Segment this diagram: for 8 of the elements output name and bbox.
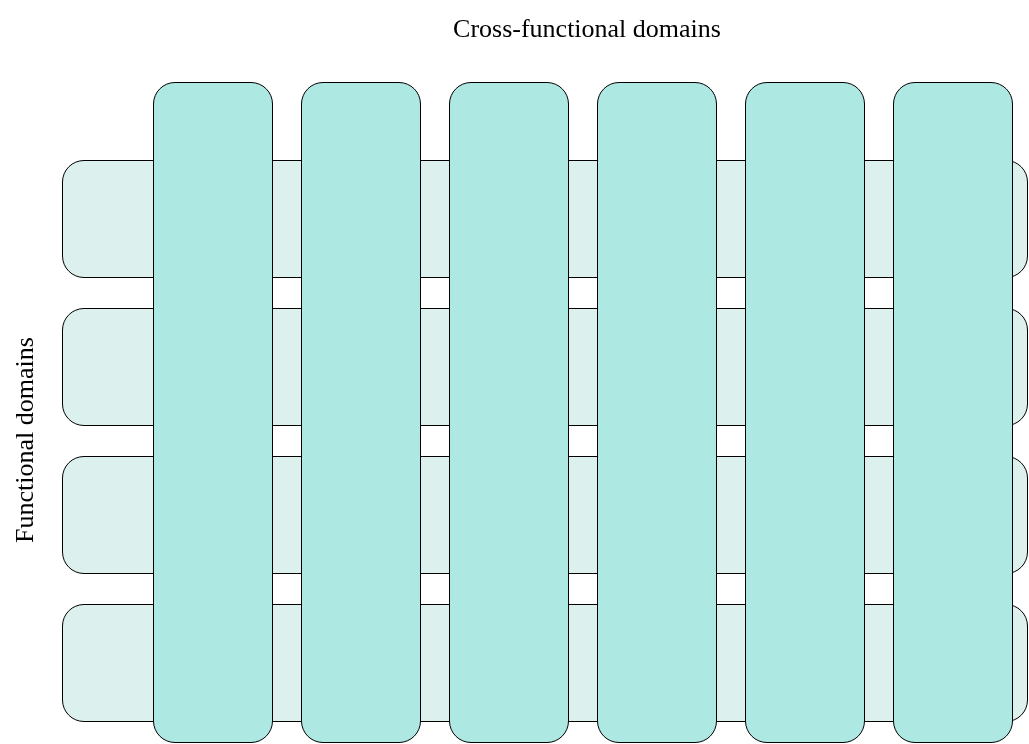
column-bar (597, 82, 717, 743)
column-heading: Cross-functional domains (453, 14, 721, 44)
column-bar (745, 82, 865, 743)
row-heading: Functional domains (10, 337, 40, 543)
column-bar (301, 82, 421, 743)
column-bar (153, 82, 273, 743)
column-bar (449, 82, 569, 743)
column-bar (893, 82, 1013, 743)
